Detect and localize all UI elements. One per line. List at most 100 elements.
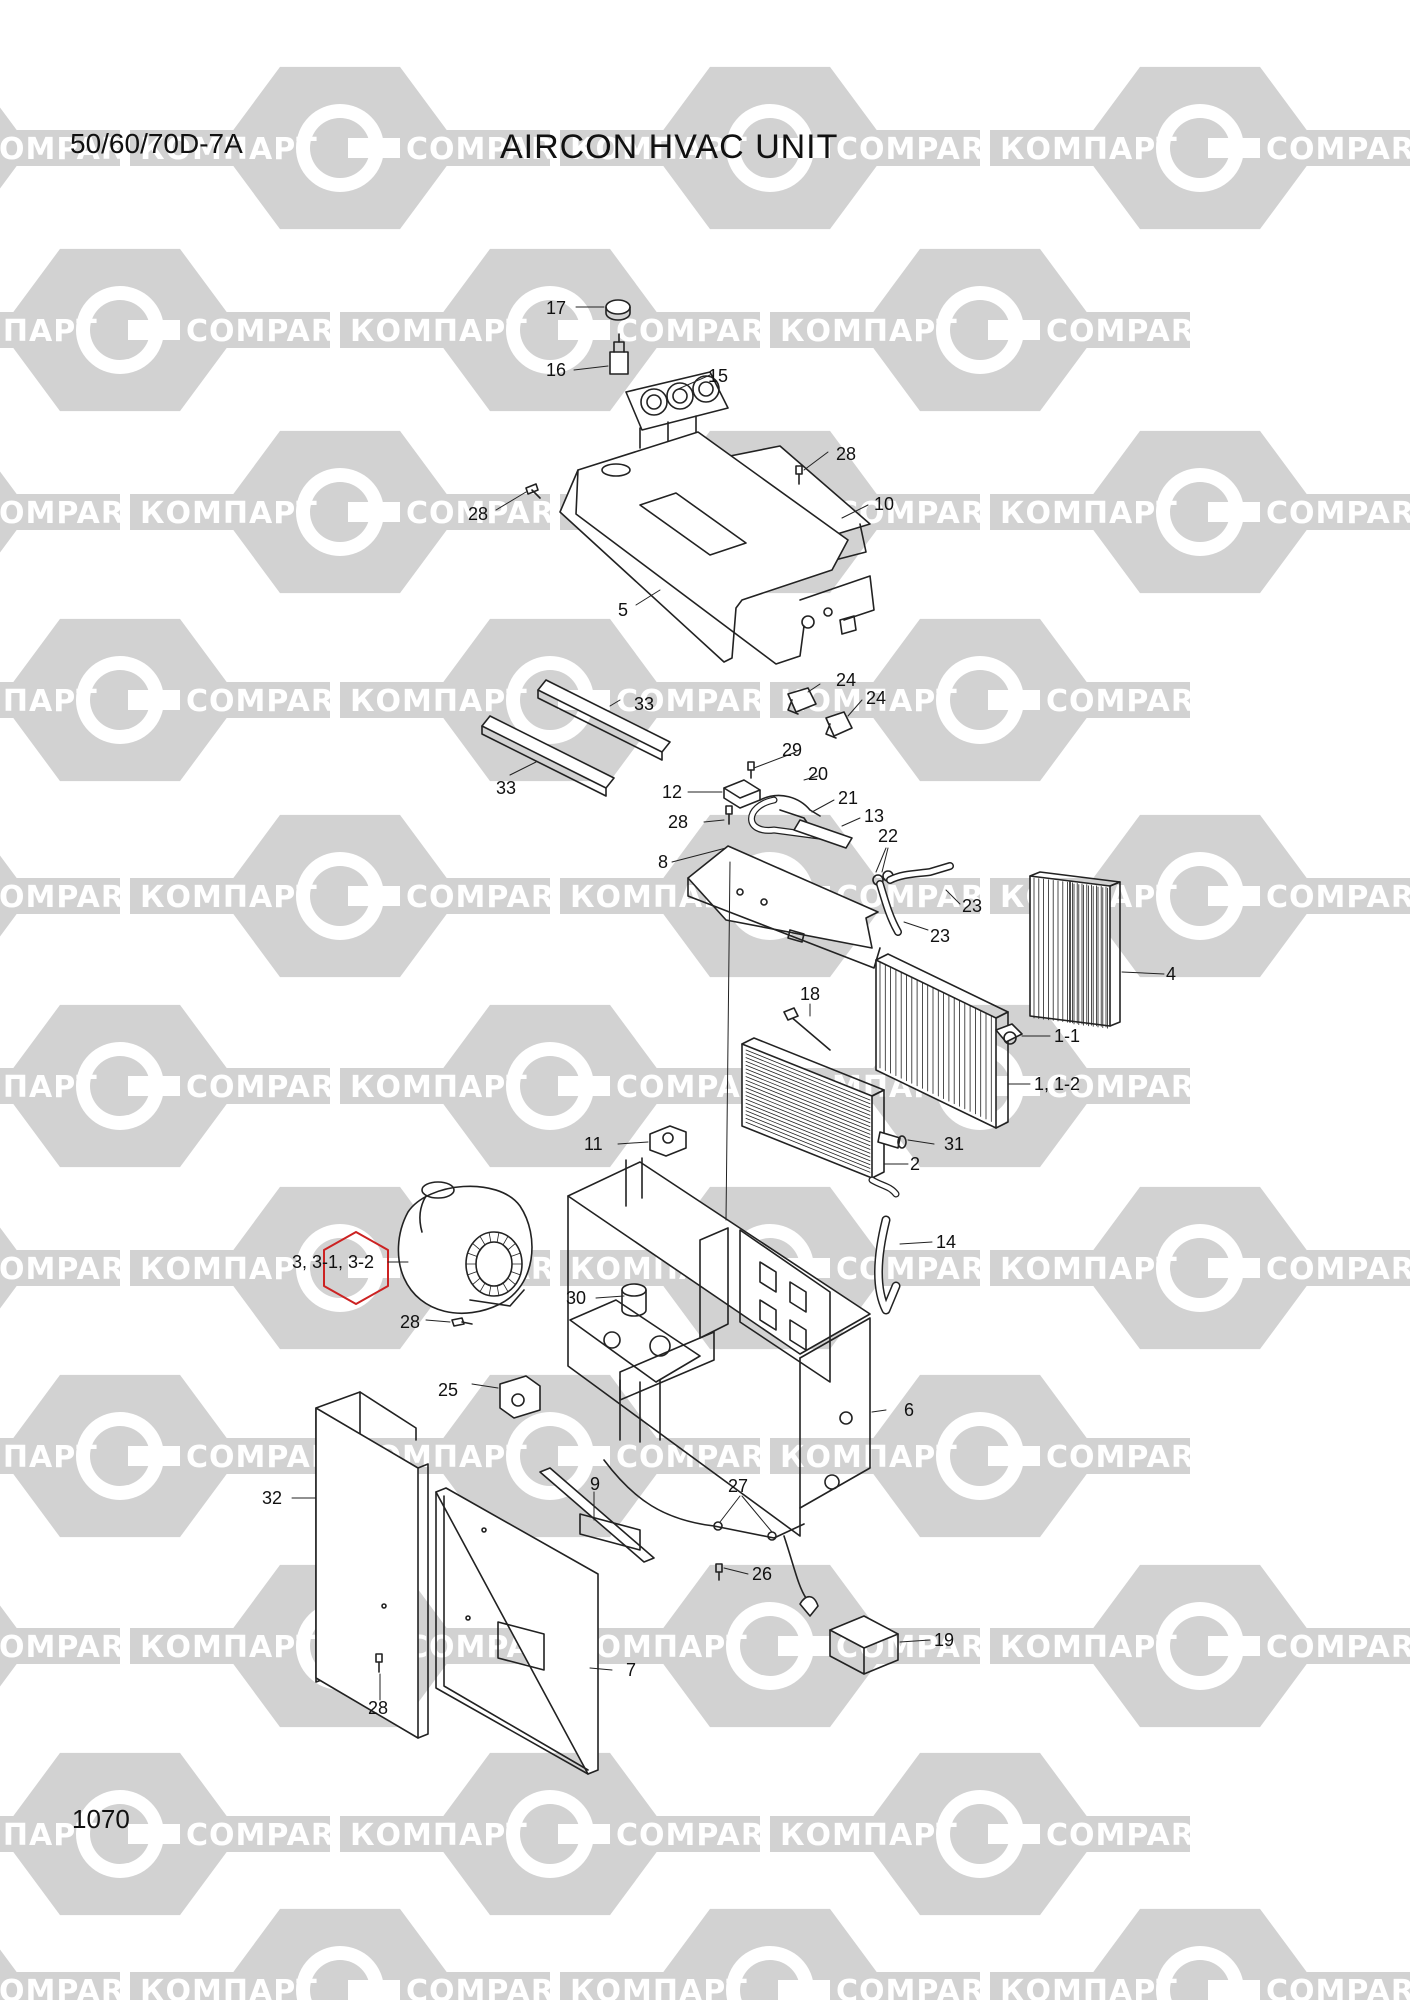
callout-11: 11 [584, 1134, 603, 1154]
part-23-hose-lower [876, 880, 902, 936]
watermark-text-latin: COMPART [0, 1630, 145, 1665]
callout-16: 16 [546, 360, 566, 380]
part-12-relay [723, 779, 761, 809]
watermark-text-latin: COMPART [406, 880, 575, 915]
part-26-screw [715, 1563, 723, 1581]
watermark-text-latin: COMPART [616, 314, 785, 349]
callout-1-1-2: 1, 1-2 [1034, 1074, 1080, 1094]
watermark-tile: КОМПАРТ COMPART [990, 1908, 1425, 2000]
callout-4: 4 [1166, 964, 1176, 984]
part-24-clip-a [787, 687, 817, 715]
watermark-text-latin: COMPART [1046, 1440, 1215, 1475]
part-29-screw [747, 761, 755, 779]
watermark-text-cyrillic: КОМПАРТ [1000, 1974, 1178, 2000]
part-28-screw-d [451, 1317, 473, 1327]
watermark-text-latin: COMPART [1266, 1974, 1425, 2000]
watermark-text-cyrillic: КОМПАРТ [140, 1974, 318, 2000]
watermark-text-latin: COMPART [616, 1440, 785, 1475]
watermark-text-latin: COMPART [186, 1070, 355, 1105]
watermark-tile: КОМПАРТ COMPART [130, 430, 575, 594]
watermark-text-cyrillic: КОМПАРТ [140, 496, 318, 531]
callout-20: 20 [808, 764, 828, 784]
page-title: AIRCON HVAC UNIT [500, 128, 839, 166]
part-5-console-housing [559, 431, 875, 665]
callout-33: 33 [634, 694, 654, 714]
callout-19: 19 [934, 1630, 954, 1650]
model-number: 50/60/70D-7A [70, 128, 243, 159]
watermark-text-latin: COMPART [0, 1252, 145, 1287]
watermark-text-cyrillic: КОМПАРТ [350, 1818, 528, 1853]
part-2-heater-core [741, 1037, 900, 1198]
watermark-text-cyrillic: КОМПАРТ [350, 684, 528, 719]
part-23-hose-upper [886, 862, 954, 884]
part-28-screw-b [795, 465, 803, 485]
callout-14: 14 [936, 1232, 956, 1252]
callout-27: 27 [728, 1476, 748, 1496]
watermark-text-latin: COMPART [186, 314, 355, 349]
watermark-text-latin: COMPART [406, 496, 575, 531]
watermark-text-latin: COMPART [0, 1974, 145, 2000]
callout-13: 13 [864, 806, 884, 826]
callout-3: 3, 3-1, 3-2 [292, 1252, 374, 1272]
leader-lines [291, 306, 1165, 1701]
watermark-text-latin: COMPART [0, 880, 145, 915]
part-14-drain-hose [874, 1215, 901, 1315]
watermark-text-cyrillic: КОМПАРТ [0, 1070, 98, 1105]
watermark-text-cyrillic: КОМПАРТ [140, 1630, 318, 1665]
watermark-text-latin: COMPART [1266, 1630, 1425, 1665]
callout-33: 33 [496, 778, 516, 798]
part-33-seal-lower [481, 715, 615, 797]
callout-30: 30 [566, 1288, 586, 1308]
watermark-text-latin: COMPART [1046, 1070, 1215, 1105]
watermark-text-cyrillic: КОМПАРТ [1000, 496, 1178, 531]
part-19-control-box [799, 1595, 899, 1675]
watermark-text-cyrillic: КОМПАРТ [140, 132, 318, 167]
watermark-tile: КОМПАРТ COMPART [0, 1004, 355, 1168]
part-25-mode-actuator [499, 1375, 541, 1419]
watermark-text-cyrillic: КОМПАРТ [350, 314, 528, 349]
part-9-bracket [539, 1467, 655, 1563]
callout-26: 26 [752, 1564, 772, 1584]
watermark-text-cyrillic: КОМПАРТ [0, 1818, 98, 1853]
part-30-connector [621, 1283, 647, 1317]
watermark-text-cyrillic: КОМПАРТ [0, 684, 98, 719]
callout-1-1: 1-1 [1054, 1026, 1080, 1046]
watermark-text-cyrillic: КОМПАРТ [780, 314, 958, 349]
part-6-hvac-case [567, 1157, 871, 1537]
callout-22: 22 [878, 826, 898, 846]
callout-25: 25 [438, 1380, 458, 1400]
watermark-text-latin: COMPART [1266, 1252, 1425, 1287]
watermark-text-latin: COMPART [0, 496, 145, 531]
watermark-text-cyrillic: КОМПАРТ [0, 314, 98, 349]
callout-7: 7 [626, 1660, 636, 1680]
watermark-text-latin: COMPART [186, 1818, 355, 1853]
part-1-evaporator [875, 953, 1009, 1129]
watermark-tile: КОМПАРТ COMPART [130, 814, 575, 978]
callout-23: 23 [962, 896, 982, 916]
part-4-air-filter [1029, 871, 1121, 1029]
callout-2: 2 [910, 1154, 920, 1174]
part-8-mounting-bracket [687, 845, 881, 969]
part-32-side-panel [315, 1391, 429, 1739]
watermark-text-cyrillic: КОМПАРТ [140, 880, 318, 915]
callout-8: 8 [658, 852, 668, 872]
watermark-text-latin: COMPART [186, 684, 355, 719]
watermark-text-latin: COMPART [1266, 880, 1425, 915]
callout-28: 28 [368, 1698, 388, 1718]
